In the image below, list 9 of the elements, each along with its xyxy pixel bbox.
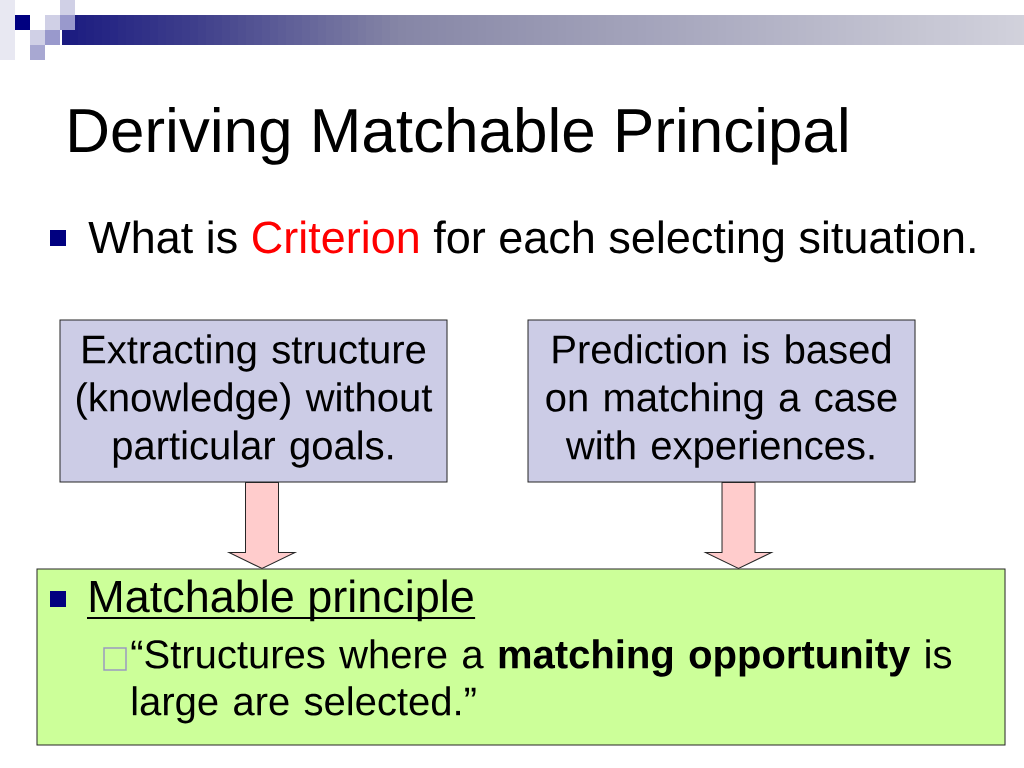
underlined-heading: Matchable principle [86,579,477,622]
bullet-text: What is Criterion for each selecting situation. [88,220,975,263]
text-box: Prediction is based on matching a case with experiences. [527,319,916,483]
title: Deriving Matchable Principal [70,107,847,165]
block-arrow [705,482,772,569]
text-box: Extracting structure (knowledge) without particular goals. [59,319,448,483]
panel-box [36,568,1006,746]
block-arrow [228,482,296,569]
quote-text: “Structures where a matching opportunity is large are selected.” [131,639,952,724]
